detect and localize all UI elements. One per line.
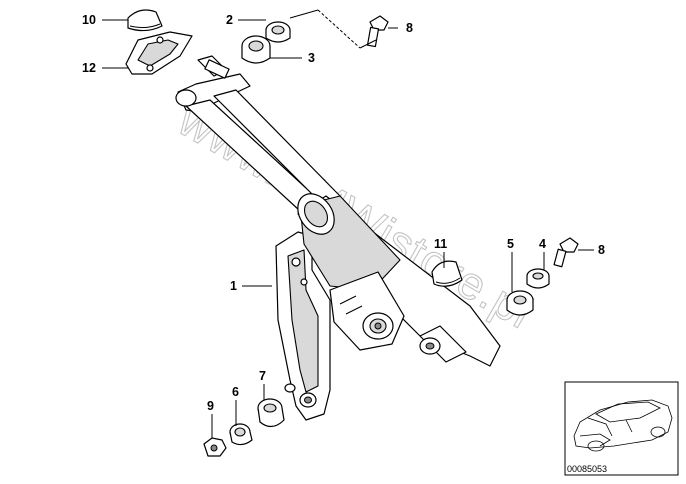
reference-number: 00085053 <box>567 464 607 474</box>
callout-7: 7 <box>259 369 266 383</box>
nut-part-9[interactable] <box>203 437 227 457</box>
callout-8-top: 8 <box>406 21 413 35</box>
bushing-part-2[interactable] <box>265 21 291 43</box>
grommet-part-7[interactable] <box>257 398 285 428</box>
grommet-part-3[interactable] <box>241 35 271 64</box>
callout-5: 5 <box>507 237 514 251</box>
callout-3: 3 <box>308 51 315 65</box>
callout-12: 12 <box>82 61 96 75</box>
leader-lines <box>102 9 594 438</box>
bolt-part-8-right[interactable] <box>553 237 579 268</box>
bushing-part-4[interactable] <box>526 268 550 289</box>
wiper-motor[interactable] <box>290 187 405 351</box>
vehicle-thumbnail: 00085053 <box>564 381 679 476</box>
callout-10: 10 <box>82 13 96 27</box>
bolt-part-8-top[interactable] <box>366 15 389 48</box>
grommet-part-5[interactable] <box>506 290 534 316</box>
cap-part-10[interactable] <box>127 9 163 32</box>
callout-9: 9 <box>207 399 214 413</box>
callout-4: 4 <box>539 237 546 251</box>
callout-2: 2 <box>226 13 233 27</box>
callout-6: 6 <box>232 385 239 399</box>
callout-8-right: 8 <box>598 243 605 257</box>
seal-part-12[interactable] <box>125 31 193 75</box>
bushing-part-6[interactable] <box>229 423 253 446</box>
callout-1: 1 <box>230 279 237 293</box>
cap-part-11[interactable] <box>431 260 463 287</box>
car-outline-icon <box>573 399 673 452</box>
callout-11: 11 <box>434 237 447 251</box>
